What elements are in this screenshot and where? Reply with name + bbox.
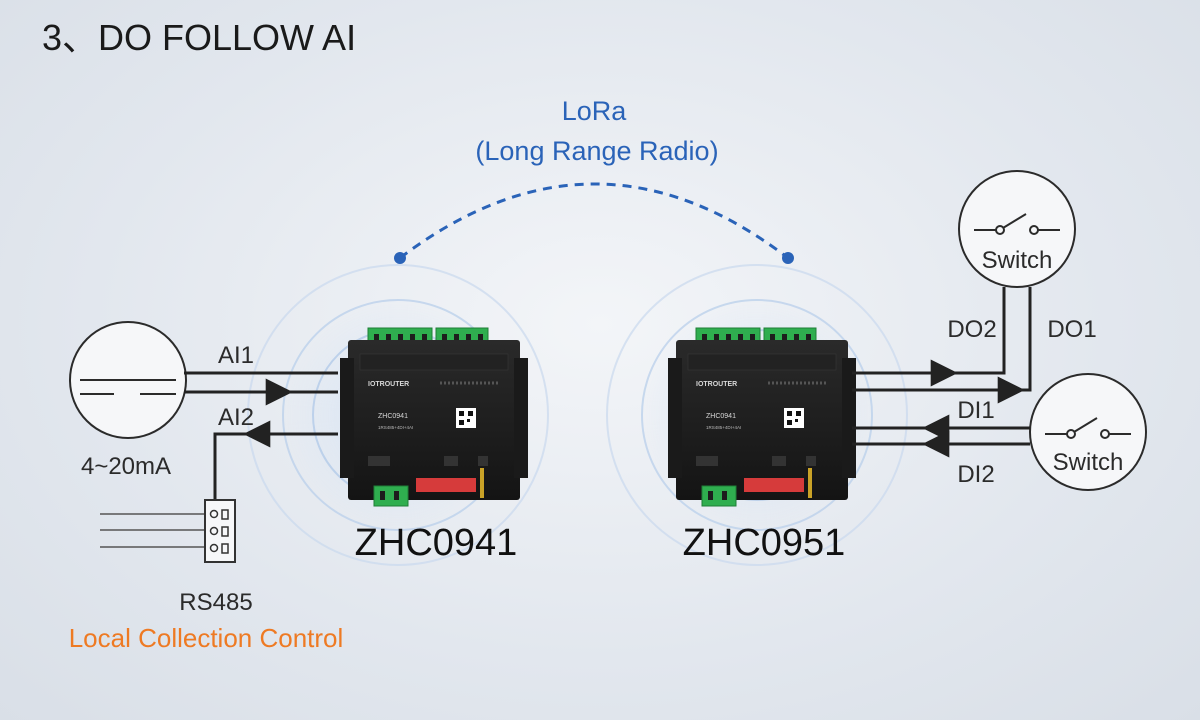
di1-label: DI1	[957, 397, 994, 424]
switch-bottom-icon	[1029, 373, 1147, 491]
rs485-label: RS485	[179, 589, 252, 616]
device-2-brand: IOTROUTER	[696, 381, 737, 388]
device-1-panel-spec: 1RS485+4DI+4AI	[378, 425, 413, 430]
do1-line	[852, 287, 1032, 392]
device-2-panel-model: ZHC0941	[706, 413, 736, 420]
local-control-label: Local Collection Control	[69, 623, 344, 653]
device-zhc0951: IOTROUTER ZHC0941 1RS485+4DI+4AI	[668, 327, 856, 507]
sensor-gauge-icon	[69, 321, 187, 439]
ai1-label: AI1	[218, 342, 254, 369]
do1-label: DO1	[1047, 316, 1096, 343]
ai2-label: AI2	[218, 404, 254, 431]
do2-label: DO2	[947, 316, 996, 343]
device-1-panel-model: ZHC0941	[378, 413, 408, 420]
device-1-brand: IOTROUTER	[368, 381, 409, 388]
sensor-label: 4~20mA	[81, 453, 171, 480]
page-title: 3、DO FOLLOW AI	[42, 17, 356, 58]
switch-top-icon	[958, 170, 1076, 288]
device-2-model: ZHC0951	[683, 522, 846, 564]
lora-link-arc	[399, 182, 789, 260]
lora-node-right	[782, 252, 794, 264]
device-2-panel-spec: 1RS485+4DI+4AI	[706, 425, 741, 430]
lora-node-left	[394, 252, 406, 264]
di2-label: DI2	[957, 461, 994, 488]
lora-sublabel: (Long Range Radio)	[475, 136, 718, 166]
rs485-connector-icon	[100, 499, 236, 563]
lora-label: LoRa	[562, 96, 628, 126]
switch-top-label: Switch	[982, 247, 1053, 274]
device-zhc0941: IOTROUTER ZHC0941 1RS485+4DI+4AI	[340, 327, 528, 507]
switch-bottom-label: Switch	[1053, 449, 1124, 476]
device-1-model: ZHC0941	[355, 522, 518, 564]
